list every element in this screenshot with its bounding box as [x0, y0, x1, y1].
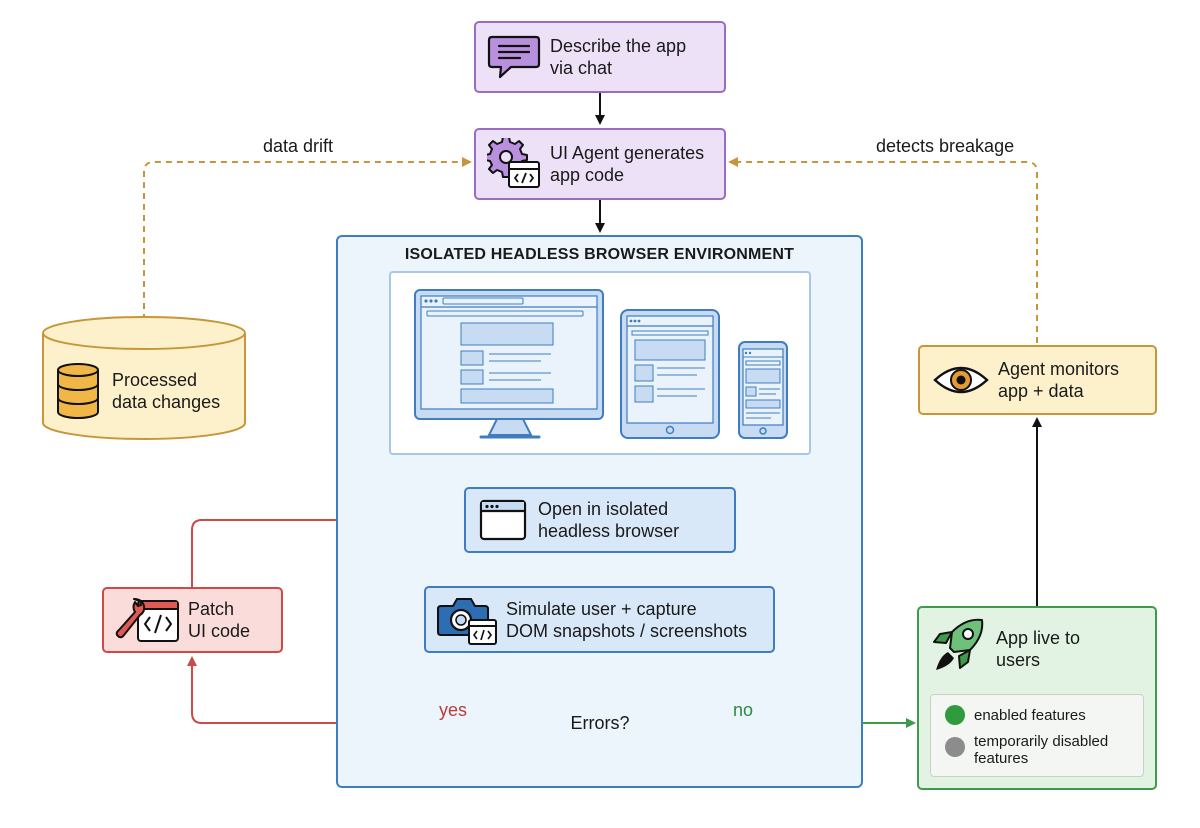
ui-agent-label: UI Agent generates app code — [550, 143, 705, 185]
wrench-code-icon — [114, 595, 180, 645]
processed-data-node: Processed data changes — [52, 356, 242, 426]
database-icon — [52, 361, 104, 421]
desktop-monitor-icon — [414, 289, 604, 439]
legend-disabled-label: temporarily disabled features — [974, 733, 1109, 767]
eye-icon — [932, 360, 990, 400]
enabled-dot — [945, 705, 965, 725]
chat-bubble-icon — [486, 32, 542, 82]
data-drift-label: data drift — [263, 136, 334, 156]
gear-code-icon — [486, 137, 542, 191]
phone-icon — [738, 341, 788, 439]
agent-monitors-node: Agent monitors app + data — [918, 345, 1157, 415]
rocket-icon — [930, 616, 988, 676]
disabled-dot — [945, 737, 965, 757]
simulate-capture-node: Simulate user + capture DOM snapshots / … — [424, 586, 775, 653]
legend-enabled-label: enabled features — [974, 707, 1086, 724]
no-label: no — [733, 700, 754, 720]
device-preview-panel — [389, 271, 811, 455]
processed-data-label: Processed data changes — [112, 370, 221, 412]
environment-title: ISOLATED HEADLESS BROWSER ENVIRONMENT — [404, 246, 795, 263]
describe-app-label: Describe the app via chat — [550, 36, 687, 78]
ui-agent-node: UI Agent generates app code — [474, 128, 726, 200]
patch-ui-node: Patch UI code — [102, 587, 283, 653]
arrow-data-drift — [143, 157, 472, 320]
errors-label: Errors? — [570, 713, 630, 733]
legend-disabled: temporarily disabled features — [945, 733, 1108, 767]
describe-app-node: Describe the app via chat — [474, 21, 726, 93]
detects-breakage-label: detects breakage — [876, 136, 1015, 156]
app-live-label: App live to users — [996, 628, 1081, 670]
yes-label: yes — [439, 700, 468, 720]
browser-window-icon — [478, 497, 528, 543]
arrow-yes-to-patch — [187, 656, 541, 724]
legend-enabled: enabled features — [945, 705, 1086, 725]
simulate-capture-label: Simulate user + capture DOM snapshots / … — [506, 598, 748, 641]
tablet-icon — [620, 309, 720, 439]
feature-legend: enabled features temporarily disabled fe… — [930, 694, 1144, 777]
open-browser-node: Open in isolated headless browser — [464, 487, 736, 553]
agent-monitors-label: Agent monitors app + data — [998, 359, 1120, 401]
patch-ui-label: Patch UI code — [188, 599, 251, 641]
arrow-patch-to-open — [191, 515, 463, 587]
arrow-detects-breakage — [728, 157, 1038, 343]
camera-code-icon — [436, 593, 498, 647]
open-browser-label: Open in isolated headless browser — [538, 499, 680, 541]
